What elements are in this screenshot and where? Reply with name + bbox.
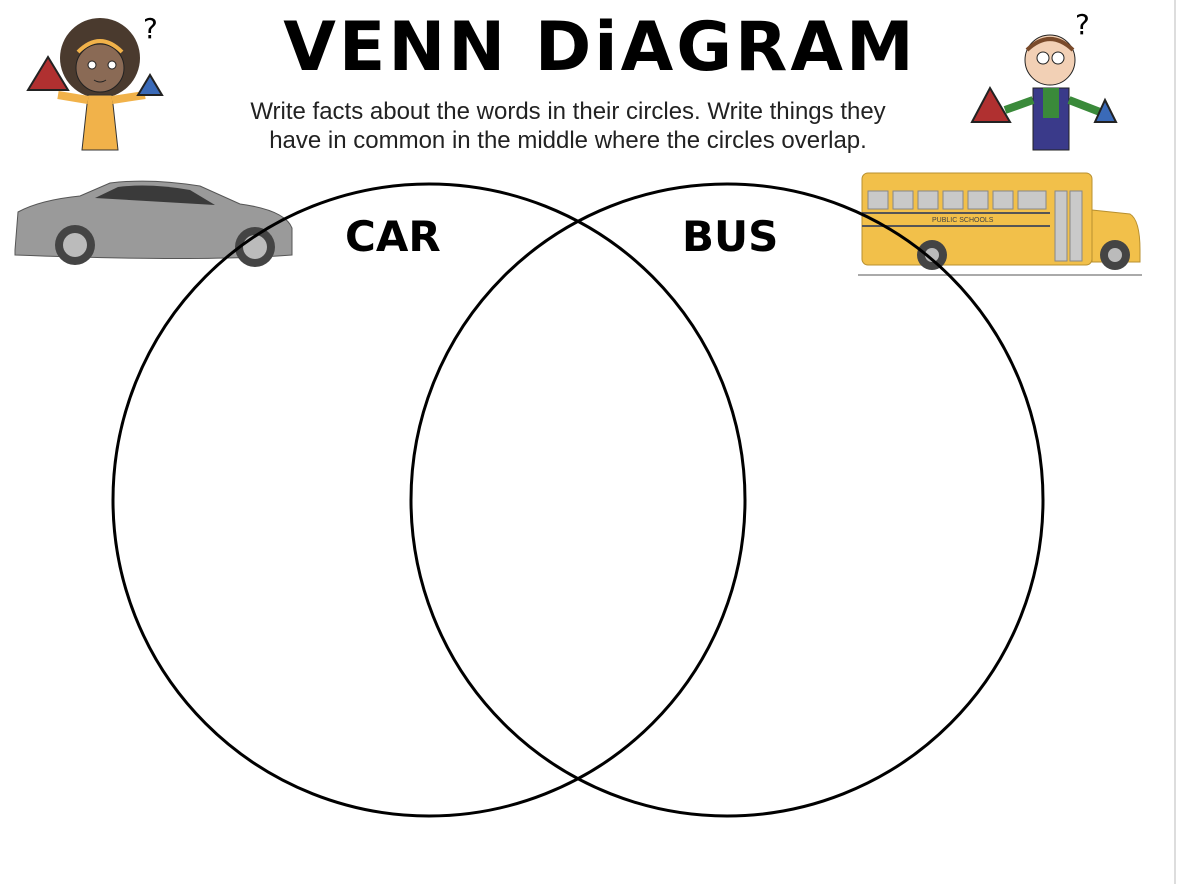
red-triangle-icon bbox=[26, 55, 70, 91]
page-title: VENN DiAGRAM bbox=[283, 8, 917, 87]
bus-sign: PUBLIC SCHOOLS bbox=[932, 217, 994, 224]
car-circle[interactable] bbox=[111, 182, 747, 818]
instructions-line-1: Write facts about the words in their cir… bbox=[250, 98, 886, 125]
school-bus-image: PUBLIC SCHOOLS bbox=[858, 172, 1142, 276]
blue-triangle-icon bbox=[136, 73, 164, 96]
instructions: Write facts about the words in their cir… bbox=[190, 97, 946, 155]
red-triangle-icon bbox=[970, 85, 1012, 123]
bus-circle[interactable] bbox=[409, 182, 1045, 818]
blue-triangle-icon bbox=[1093, 97, 1118, 123]
girl-thinking-illustration: ? bbox=[26, 12, 164, 151]
car-label: CAR bbox=[345, 212, 441, 261]
car-image bbox=[14, 180, 293, 267]
boy-thinking-illustration: ? bbox=[970, 8, 1118, 151]
svg-text:?: ? bbox=[143, 12, 158, 45]
page-edge bbox=[1174, 0, 1176, 884]
svg-text:?: ? bbox=[1075, 8, 1090, 41]
instructions-line-2: have in common in the middle where the c… bbox=[269, 127, 867, 154]
bus-label: BUS bbox=[682, 212, 779, 261]
